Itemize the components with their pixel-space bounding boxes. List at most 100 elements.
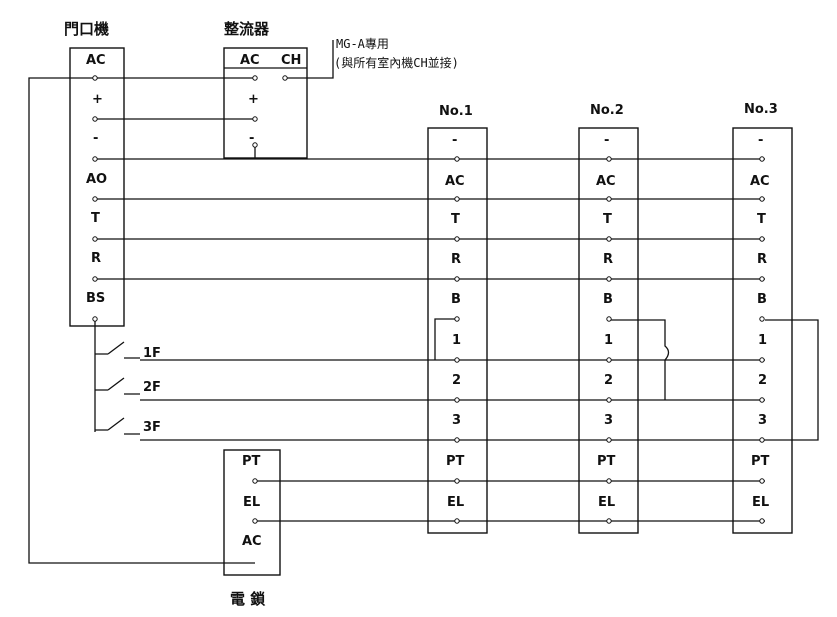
switch-3f (95, 417, 140, 435)
unit2-terminal-1: 1 (604, 333, 613, 348)
lock-terminal-ac: AC (242, 534, 262, 549)
unit1-terminal-2: 2 (452, 373, 461, 388)
unit3-terminal-pt: PT (751, 454, 770, 469)
unit2-terminal-b: B (603, 292, 613, 307)
switch-label-2f: 2F (143, 380, 161, 395)
switch-1f (95, 341, 140, 359)
door-terminal-t: T (91, 211, 100, 226)
door-terminal-ao: AO (86, 172, 107, 187)
door-unit-title: 門口機 (64, 20, 109, 38)
indoor-terminal-dot (606, 478, 612, 484)
rectifier-terminal-dot (282, 75, 288, 81)
door-terminal-ac: AC (86, 53, 106, 68)
indoor-terminal-dot (606, 397, 612, 403)
rectifier-terminal-plus: + (248, 92, 259, 107)
indoor-terminal-dot (606, 357, 612, 363)
unit1-terminal-minus: - (452, 133, 457, 148)
indoor-terminal-dot (759, 518, 765, 524)
indoor-unit-3-box (732, 127, 793, 534)
unit3-terminal-minus: - (758, 133, 763, 148)
rectifier-title: 整流器 (224, 20, 270, 38)
unit3-terminal-ac: AC (750, 174, 770, 189)
rectifier-terminal-minus: - (249, 131, 254, 146)
indoor-terminal-dot (759, 357, 765, 363)
indoor-terminal-dot (454, 437, 460, 443)
unit1-terminal-3: 3 (452, 413, 461, 428)
wire-ch-lead (285, 40, 334, 79)
indoor-terminal-dot (759, 236, 765, 242)
unit1-terminal-t: T (451, 212, 460, 227)
unit2-terminal-el: EL (598, 495, 615, 510)
door-terminal-plus: + (92, 92, 103, 107)
indoor-unit-2-title: No.2 (590, 103, 624, 118)
unit3-terminal-r: R (757, 252, 767, 267)
indoor-unit-1-title: No.1 (439, 104, 473, 119)
door-terminal-bs: BS (86, 291, 105, 306)
door-unit-box (69, 47, 125, 327)
switch-label-3f: 3F (143, 420, 161, 435)
wires (28, 40, 819, 564)
rectifier-terminal-dot (252, 75, 258, 81)
door-terminal-dot (92, 316, 98, 322)
unit3-terminal-t: T (757, 212, 766, 227)
door-terminal-r: R (91, 251, 101, 266)
door-terminal-minus: - (93, 131, 98, 146)
rectifier-terminal-ch: CH (281, 53, 301, 68)
rectifier-terminal-ac: AC (240, 53, 260, 68)
unit2-terminal-t: T (603, 212, 612, 227)
indoor-terminal-dot (606, 156, 612, 162)
door-terminal-dot (92, 196, 98, 202)
indoor-terminal-dot (606, 518, 612, 524)
unit2-terminal-pt: PT (597, 454, 616, 469)
door-terminal-dot (92, 75, 98, 81)
indoor-terminal-dot (759, 316, 765, 322)
door-terminal-dot (92, 276, 98, 282)
unit2-terminal-ac: AC (596, 174, 616, 189)
indoor-terminal-dot (454, 357, 460, 363)
note-line-1: MG-A專用 (336, 37, 389, 51)
lock-terminal-pt: PT (242, 454, 261, 469)
lock-terminal-dot (252, 518, 258, 524)
indoor-unit-2-box (578, 127, 639, 534)
wire-unit2-b-loop (610, 319, 670, 400)
switch-2f (95, 377, 140, 395)
unit1-terminal-r: R (451, 252, 461, 267)
indoor-unit-3-title: No.3 (744, 102, 778, 117)
indoor-terminal-dot (759, 196, 765, 202)
indoor-terminal-dot (454, 518, 460, 524)
unit3-terminal-el: EL (752, 495, 769, 510)
unit3-terminal-b: B (757, 292, 767, 307)
indoor-unit-1-box (427, 127, 488, 534)
indoor-terminal-dot (759, 397, 765, 403)
wire-ac-loop (28, 77, 255, 564)
unit2-terminal-2: 2 (604, 373, 613, 388)
note-line-2: (與所有室內機CH並接) (334, 55, 459, 70)
indoor-terminal-dot (454, 276, 460, 282)
indoor-terminal-dot (454, 478, 460, 484)
indoor-terminal-dot (759, 156, 765, 162)
door-terminal-dot (92, 116, 98, 122)
unit2-terminal-3: 3 (604, 413, 613, 428)
indoor-terminal-dot (606, 276, 612, 282)
indoor-terminal-dot (606, 437, 612, 443)
unit1-terminal-b: B (451, 292, 461, 307)
indoor-terminal-dot (606, 236, 612, 242)
switch-label-1f: 1F (143, 346, 161, 361)
indoor-terminal-dot (759, 478, 765, 484)
wire-unit1-b-loop (434, 318, 455, 360)
indoor-terminal-dot (606, 196, 612, 202)
lock-title: 電 鎖 (230, 590, 266, 608)
indoor-terminal-dot (454, 397, 460, 403)
door-terminal-dot (92, 236, 98, 242)
indoor-terminal-dot (454, 156, 460, 162)
indoor-terminal-dot (454, 236, 460, 242)
terminal-dots (92, 75, 765, 524)
unit1-terminal-ac: AC (445, 174, 465, 189)
unit3-terminal-2: 2 (758, 373, 767, 388)
unit2-terminal-minus: - (604, 133, 609, 148)
unit1-terminal-el: EL (447, 495, 464, 510)
wire-unit3-b-loop (765, 319, 819, 441)
rectifier-terminal-dot (252, 116, 258, 122)
rectifier-box (223, 47, 308, 159)
